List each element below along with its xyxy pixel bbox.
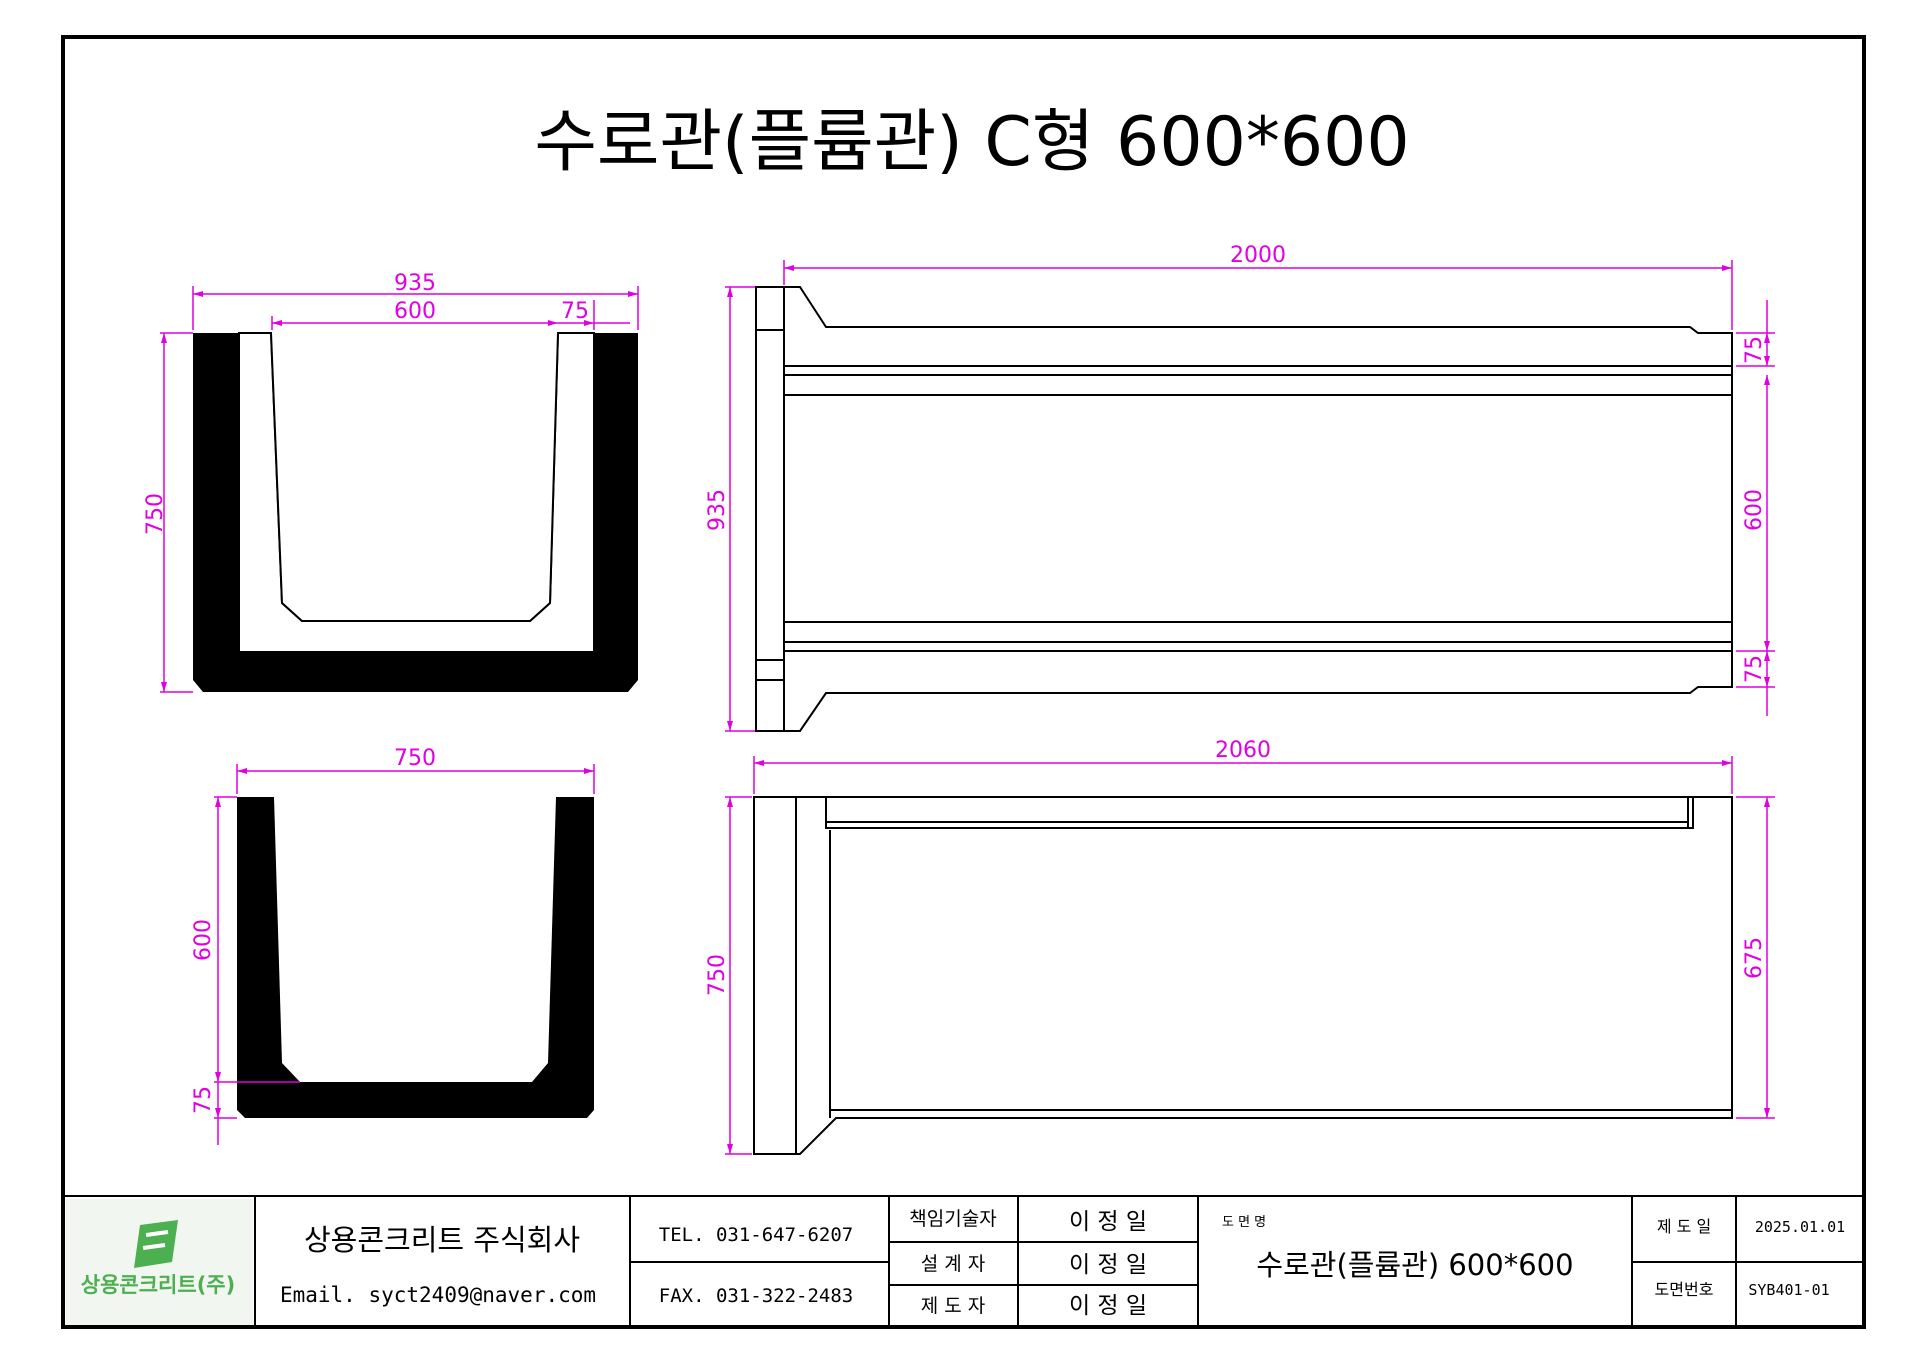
dim-side-height: 750 [705, 954, 730, 996]
dim-front-wall: 75 [561, 299, 589, 324]
plan-view-outline [755, 286, 1733, 732]
sy-logo-icon [134, 1220, 178, 1268]
front-top-dimensions [160, 286, 639, 693]
dim-plan-inner: 600 [1742, 489, 1767, 531]
front-section-view [193, 332, 638, 692]
end-section-shape [237, 797, 594, 1118]
side-view [753, 796, 1733, 1155]
dim-end-base: 75 [191, 1086, 216, 1114]
number-value: SYB401-01 [1748, 1281, 1829, 1299]
role-label-1: 책임기술자 [909, 1208, 996, 1230]
role-label-2: 설 계 자 [921, 1253, 986, 1275]
dim-front-overall-width: 935 [394, 271, 436, 296]
company-logo: 상용콘크리트(주) [66, 1199, 253, 1325]
dim-plan-edge-top: 75 [1742, 336, 1767, 364]
company-tel: TEL. 031-647-6207 [659, 1224, 853, 1246]
dim-end-inner-height: 600 [191, 919, 216, 961]
date-value: 2025.01.01 [1755, 1218, 1845, 1236]
side-view-outline [753, 796, 1733, 1155]
side-view-dimensions [725, 756, 1775, 1155]
drawing-name: 수로관(플륨관) 600*600 [1256, 1248, 1573, 1282]
date-label: 제 도 일 [1657, 1217, 1711, 1236]
company-fax: FAX. 031-322-2483 [659, 1285, 853, 1307]
role-name-3: 이 정 일 [1069, 1293, 1147, 1319]
drawing-name-label: 도 면 명 [1222, 1215, 1266, 1230]
end-section-dimensions [214, 764, 595, 1145]
logo-text: 상용콘크리트(주) [81, 1273, 235, 1297]
dim-plan-edge-bottom: 75 [1742, 655, 1767, 683]
dim-end-width: 750 [394, 746, 436, 771]
plan-view [755, 286, 1733, 732]
dim-front-inner-width: 600 [394, 299, 436, 324]
drawing-title: 수로관(플륨관) C형 600*600 [534, 103, 1409, 182]
plan-view-dimensions [725, 260, 1775, 732]
company-email: Email. syct2409@naver.com [280, 1283, 596, 1307]
dim-side-inner-height: 675 [1742, 937, 1767, 979]
role-name-2: 이 정 일 [1069, 1252, 1147, 1278]
title-block [63, 1195, 1864, 1327]
dim-side-length: 2060 [1215, 738, 1271, 763]
dim-plan-length: 2000 [1230, 243, 1286, 268]
number-label: 도면번호 [1655, 1280, 1714, 1299]
dim-front-height: 750 [143, 493, 168, 535]
sheet-border [61, 35, 1866, 1329]
end-section-view [237, 797, 594, 1118]
company-name: 상용콘크리트 주식회사 [304, 1223, 580, 1257]
front-section-channel [270, 332, 559, 622]
role-name-1: 이 정 일 [1069, 1209, 1147, 1235]
role-label-3: 제 도 자 [921, 1295, 986, 1317]
dim-plan-width: 935 [705, 489, 730, 531]
